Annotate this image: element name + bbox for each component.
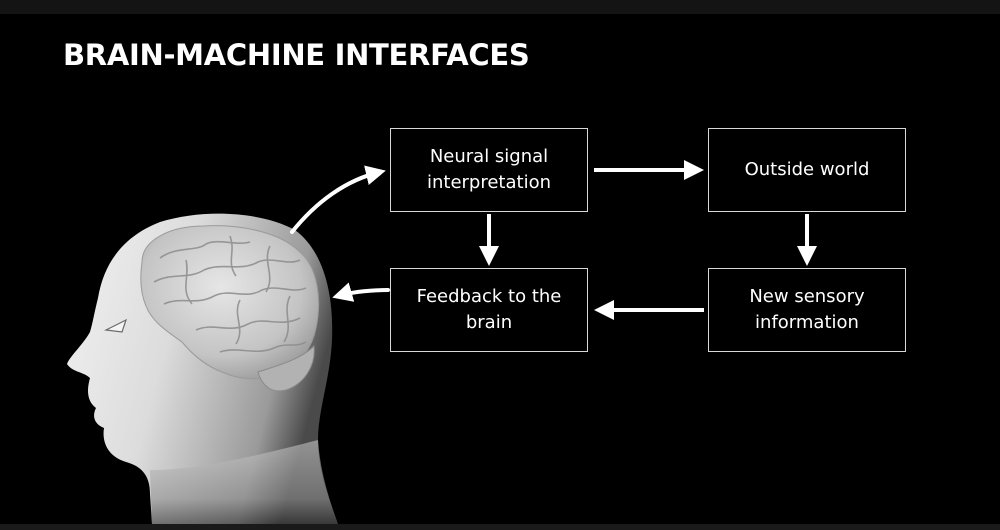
neck-shadow [150,440,338,524]
top-strip [0,0,1000,14]
node-outside-world: Outside world [708,128,906,212]
brain-folds [153,235,307,353]
node-label: Neural signal interpretation [426,146,551,193]
arrow-feedback-to-brain [332,282,390,302]
node-feedback-to-the-brain: Feedback to the brain [390,268,588,352]
arrow-brain-to-neural [290,165,386,234]
eye-icon [103,318,128,333]
head-illustration [67,213,338,524]
slide-title: BRAIN-MACHINE INTERFACES [63,38,530,72]
node-label: Outside world [744,159,870,180]
node-label: New sensory information [749,286,865,333]
diagram-arrows [290,160,817,320]
bottom-strip [0,524,1000,530]
node-new-sensory-information: New sensory information [708,268,906,352]
node-neural-signal-interpretation: Neural signal interpretation [390,128,588,212]
cerebellum [257,344,315,392]
node-label: Feedback to the brain [416,286,562,333]
